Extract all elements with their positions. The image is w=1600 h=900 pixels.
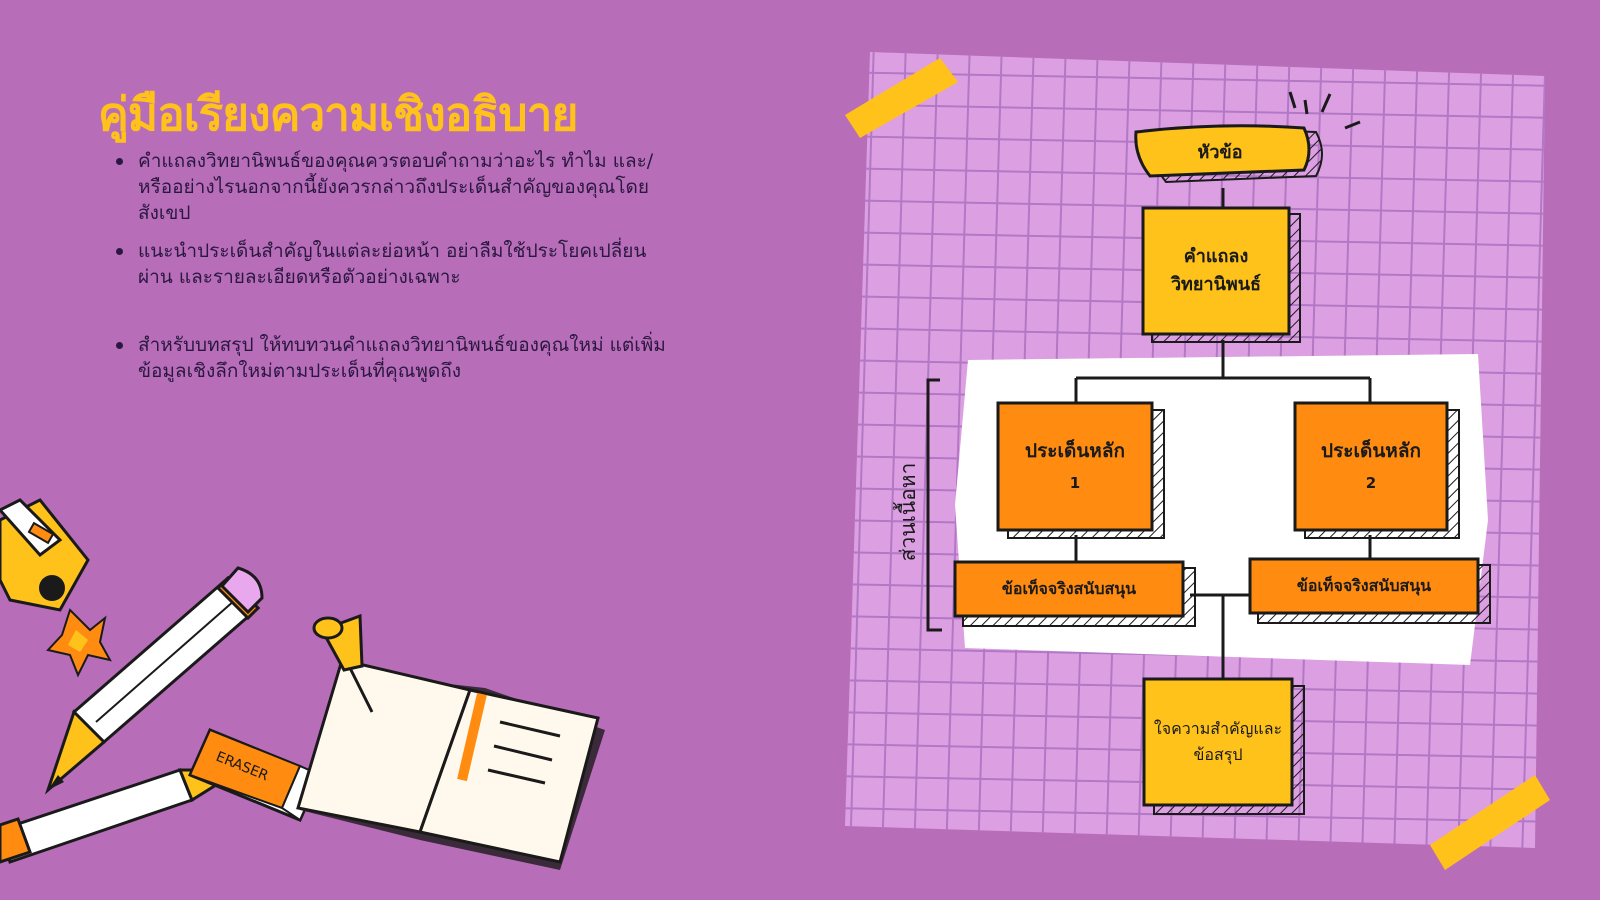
tape-icon xyxy=(845,58,1550,870)
body-section-label: ส่วนเนื้อหา xyxy=(896,462,920,562)
body-bracket xyxy=(926,378,942,632)
conclusion-box xyxy=(1142,677,1305,815)
grid-line xyxy=(818,40,842,860)
grid-line xyxy=(945,52,971,848)
bullet-item-conclusion: สำหรับบทสรุป ให้ทบทวนคำแถลงวิทยานิพนธ์ขอ… xyxy=(112,332,672,384)
grid-line xyxy=(849,52,875,848)
thesis-line-1: คำแถลง xyxy=(1183,246,1249,267)
supporting-facts-1-label: ข้อเท็จจริงสนับสนุน xyxy=(955,562,1183,616)
thesis-label: คำแถลง วิทยานิพนธ์ xyxy=(1143,208,1289,334)
grid-line xyxy=(913,52,939,848)
bullet-list: คำแถลงวิทยานิพนธ์ของคุณควรตอบคำถามว่าอะไ… xyxy=(112,148,672,384)
grid-line xyxy=(1521,52,1545,848)
bullet-item-paragraphs: แนะนำประเด็นสำคัญในแต่ละย่อหน้า อย่าลืมใ… xyxy=(112,238,672,290)
grid-line xyxy=(881,52,907,848)
main-point-2-line-1: ประเด็นหลัก xyxy=(1321,439,1421,462)
main-point-1-line-2: 1 xyxy=(1069,473,1081,492)
main-point-1-box xyxy=(996,401,1165,539)
thesis-box xyxy=(1141,206,1301,343)
bullet-item-thesis: คำแถลงวิทยานิพนธ์ของคุณควรตอบคำถามว่าอะไ… xyxy=(112,148,672,226)
thesis-line-2: วิทยานิพนธ์ xyxy=(1170,274,1262,295)
topic-label: หัวข้อ xyxy=(1136,128,1304,174)
topic-text: หัวข้อ xyxy=(1197,141,1243,163)
supporting-facts-1-box xyxy=(953,560,1196,627)
grid-line xyxy=(845,103,1545,119)
main-point-1-line-1: ประเด็นหลัก xyxy=(1025,439,1125,462)
grid-line xyxy=(1489,52,1515,848)
spark-icon xyxy=(1288,91,1361,130)
main-point-2-box xyxy=(1293,401,1460,539)
supporting-facts-2-box xyxy=(1248,557,1491,624)
page-title: คู่มือเรียงความเชิงอธิบาย xyxy=(98,87,578,141)
conclusion-line-1: ใจความสำคัญและ xyxy=(1153,719,1283,738)
supporting-facts-1-text: ข้อเท็จจริงสนับสนุน xyxy=(1001,578,1137,598)
grid-line xyxy=(845,52,1545,55)
main-point-2-line-2: 2 xyxy=(1365,473,1377,492)
supporting-facts-2-label: ข้อเท็จจริงสนับสนุน xyxy=(1250,559,1478,613)
topic-box xyxy=(1134,124,1323,184)
conclusion-label: ใจความสำคัญและ ข้อสรุป xyxy=(1144,679,1292,805)
main-point-2-label: ประเด็นหลัก 2 xyxy=(1295,403,1447,530)
supporting-facts-2-text: ข้อเท็จจริงสนับสนุน xyxy=(1296,575,1432,595)
conclusion-line-2: ข้อสรุป xyxy=(1193,745,1243,764)
main-point-1-label: ประเด็นหลัก 1 xyxy=(998,403,1152,530)
